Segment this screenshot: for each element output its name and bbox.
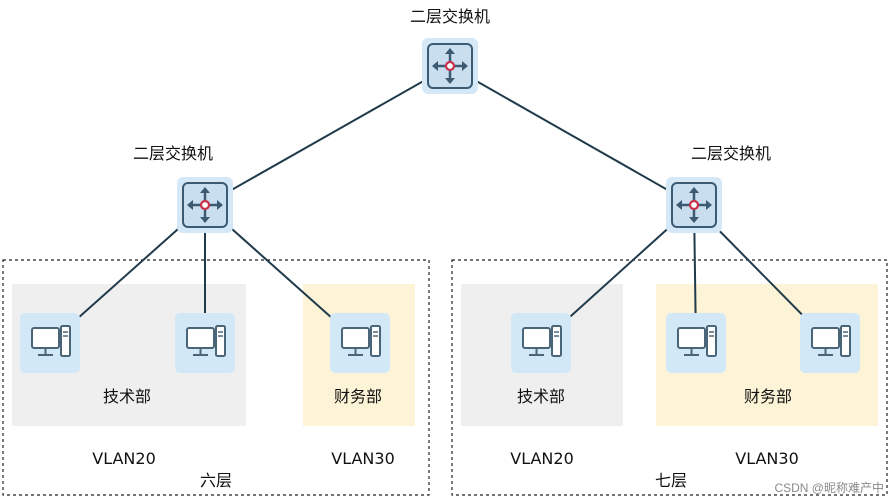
left-finance-vlan-label: VLAN30 — [331, 449, 395, 468]
core-switch-label: 二层交换机 — [409, 7, 491, 26]
watermark: CSDN @昵称难产中 — [774, 481, 884, 495]
right-finance-pc-1-icon — [665, 312, 727, 374]
left-tech-pc-2-icon — [174, 312, 236, 374]
left-tech-dept-label: 技术部 — [102, 387, 152, 406]
left-tech-pc-1-icon — [19, 312, 81, 374]
left-floor-label: 六层 — [199, 471, 233, 490]
left-finance-dept-label: 财务部 — [333, 387, 383, 406]
right-finance-pc-2-icon — [799, 312, 861, 374]
link-core-left — [204, 65, 451, 206]
core-switch-icon — [420, 36, 480, 96]
right-finance-dept-label: 财务部 — [743, 387, 793, 406]
right-floor-boundary — [451, 259, 888, 496]
right-finance-vlan-label: VLAN30 — [735, 449, 799, 468]
right-tech-dept-label: 技术部 — [516, 387, 566, 406]
right-floor-label: 七层 — [654, 471, 688, 490]
left-switch-icon — [175, 175, 235, 235]
right-switch-icon — [664, 175, 724, 235]
left-switch-label: 二层交换机 — [132, 144, 214, 163]
right-tech-pc-icon — [510, 312, 572, 374]
link-core-right — [449, 65, 695, 206]
left-floor-boundary — [2, 259, 430, 496]
right-tech-vlan-label: VLAN20 — [510, 449, 574, 468]
left-finance-pc-icon — [329, 312, 391, 374]
right-switch-label: 二层交换机 — [690, 144, 772, 163]
left-tech-vlan-label: VLAN20 — [92, 449, 156, 468]
